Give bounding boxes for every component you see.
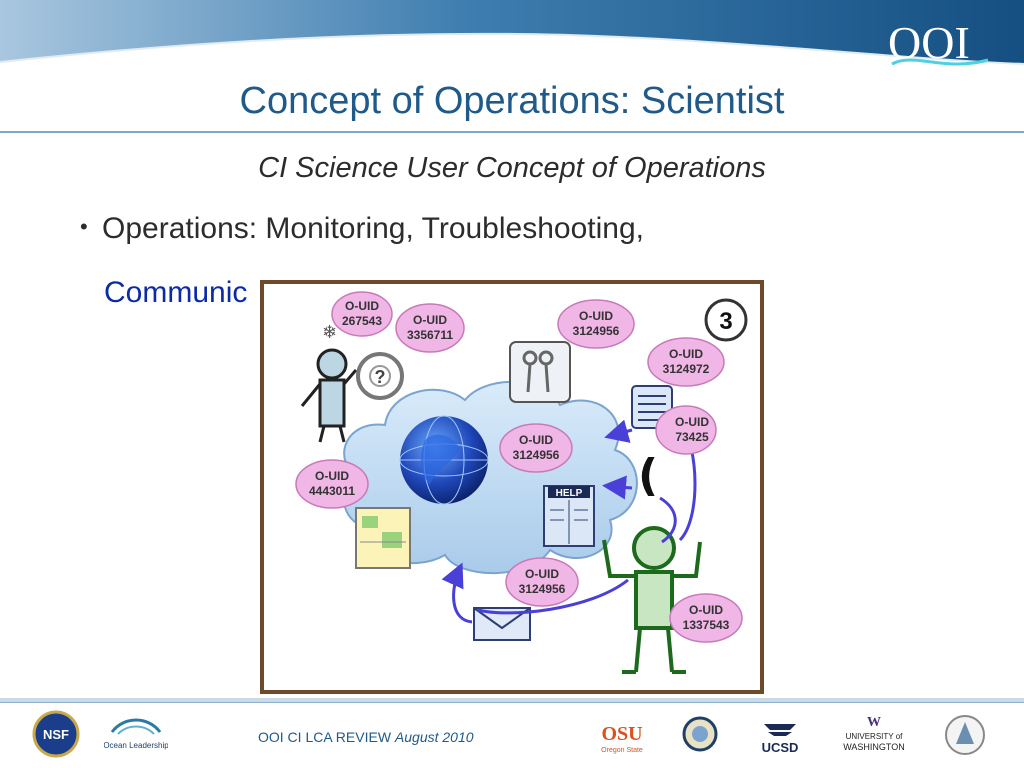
bullet-operations: • Operations: Monitoring, Troubleshooting… <box>80 212 644 246</box>
scientist-right-icon <box>602 526 702 674</box>
map-chart-icon <box>355 507 411 569</box>
svg-text:3: 3 <box>719 308 732 335</box>
uid-bubble-1: O-UID 267543 <box>331 291 393 337</box>
sparkle-icon: ❄ <box>322 322 337 343</box>
svg-text:NSF: NSF <box>43 727 69 742</box>
help-book-icon: HELP <box>543 485 595 547</box>
ocean-leadership-logo: Ocean Leadership <box>104 718 168 750</box>
svg-text:3124956: 3124956 <box>513 448 560 462</box>
svg-text:?: ? <box>375 367 386 387</box>
ooi-logo: OOI <box>888 17 989 68</box>
svg-text:W: W <box>867 715 881 730</box>
uid-bubble-8: O-UID 3124956 <box>505 557 579 607</box>
footer-divider <box>0 698 1024 702</box>
uid-bubble-6: O-UID 3124956 <box>499 423 573 473</box>
title-divider <box>0 131 1024 133</box>
uid-bubble-4: O-UID 3124972 <box>647 337 725 387</box>
svg-text:UNIVERSITY of: UNIVERSITY of <box>846 732 904 741</box>
uid-bubble-5: O-UID 73425 <box>655 405 717 455</box>
svg-text:UCSD: UCSD <box>762 740 799 755</box>
svg-text:O-UID: O-UID <box>675 415 709 429</box>
keys-icon <box>509 341 571 403</box>
svg-text:3124956: 3124956 <box>519 582 566 596</box>
concept-diagram: 3 ❄ ? <box>260 280 764 694</box>
phone-icon: ( <box>638 450 658 501</box>
osu-logo: OSU Oregon State <box>601 723 643 754</box>
footer-date: August 2010 <box>394 729 474 745</box>
uid-bubble-7: O-UID 4443011 <box>295 459 369 509</box>
header-wave-band <box>0 0 1024 65</box>
university-seal-logo <box>682 716 718 752</box>
svg-text:73425: 73425 <box>675 430 709 444</box>
footer-divider-line <box>0 702 1024 703</box>
university-of-washington-logo: W UNIVERSITY of WASHINGTON <box>843 715 905 752</box>
scientist-left-icon <box>300 348 358 443</box>
nsf-logo: NSF <box>32 710 80 758</box>
footer-review-text: OOI CI LCA REVIEW <box>258 729 392 745</box>
svg-text:3124956: 3124956 <box>573 324 620 338</box>
svg-text:O-UID: O-UID <box>669 347 703 361</box>
uid-bubble-3: O-UID 3124956 <box>557 299 635 349</box>
ucsd-logo: UCSD <box>762 724 799 755</box>
svg-text:Ocean Leadership: Ocean Leadership <box>104 741 168 750</box>
svg-text:1337543: 1337543 <box>683 618 730 632</box>
page-title: Concept of Operations: Scientist <box>239 80 785 122</box>
svg-text:O-UID: O-UID <box>345 299 379 313</box>
svg-text:3356711: 3356711 <box>407 328 453 342</box>
uid-bubble-2: O-UID 3356711 <box>395 303 465 353</box>
page-subtitle: CI Science User Concept of Operations <box>258 152 766 184</box>
svg-text:O-UID: O-UID <box>525 567 559 581</box>
svg-text:267543: 267543 <box>342 314 382 328</box>
svg-text:O-UID: O-UID <box>315 469 349 483</box>
footer-review-label: OOI CI LCA REVIEW August 2010 <box>258 729 474 745</box>
svg-text:O-UID: O-UID <box>519 433 553 447</box>
svg-text:O-UID: O-UID <box>689 603 723 617</box>
svg-text:HELP: HELP <box>556 488 583 499</box>
bullet-operations-text: Operations: Monitoring, Troubleshooting, <box>102 212 644 245</box>
svg-text:OSU: OSU <box>601 723 642 745</box>
svg-text:3124972: 3124972 <box>663 362 710 376</box>
svg-text:O-UID: O-UID <box>413 313 447 327</box>
svg-text:4443011: 4443011 <box>309 484 355 498</box>
bullet-communication-text: Communic <box>104 276 248 309</box>
svg-text:Oregon State: Oregon State <box>601 747 643 754</box>
bullet-dot: • <box>80 214 88 239</box>
globe-icon <box>399 415 489 505</box>
svg-text:O-UID: O-UID <box>579 309 613 323</box>
step-badge: 3 <box>704 298 748 342</box>
institution-seal-logo <box>945 715 985 755</box>
life-ring-icon: ? <box>356 352 404 400</box>
svg-text:WASHINGTON: WASHINGTON <box>843 742 905 752</box>
uid-bubble-9: O-UID 1337543 <box>669 593 743 643</box>
